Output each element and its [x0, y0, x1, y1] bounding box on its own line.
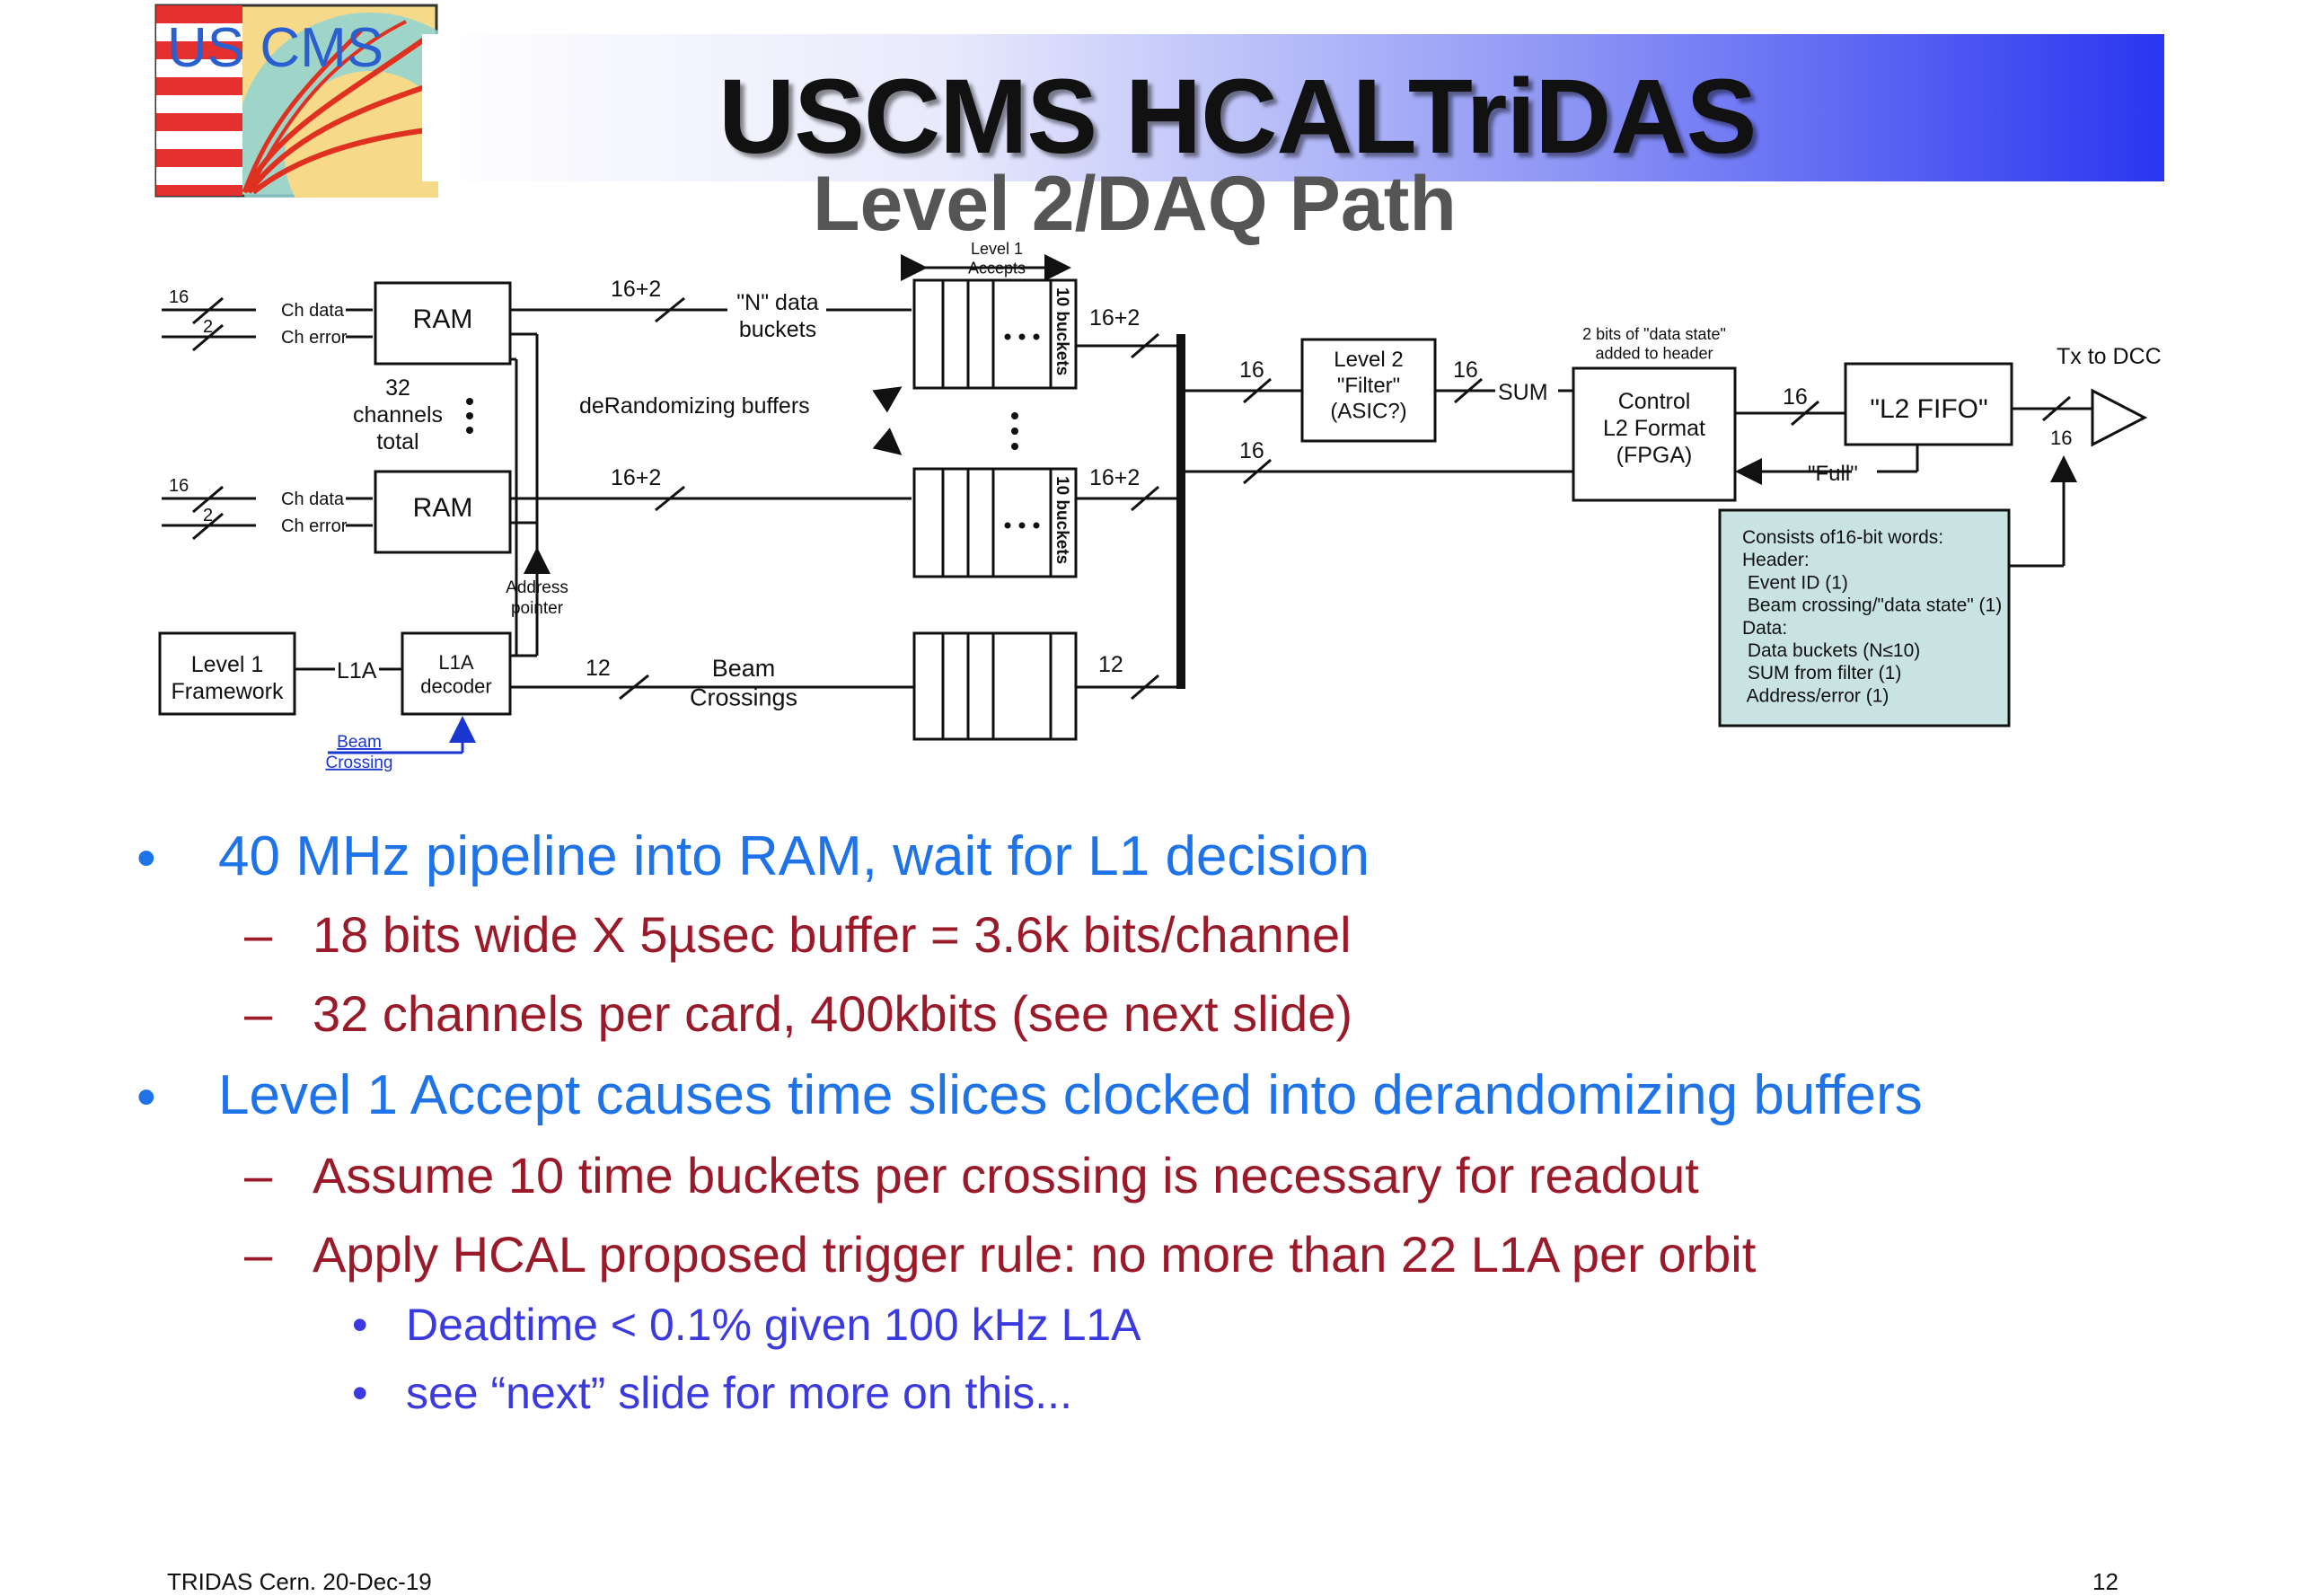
bullet-mark-2: –	[244, 985, 273, 1042]
bullet-mark-6: •	[352, 1300, 368, 1350]
footer-left: TRIDAS Cern. 20-Dec-19	[167, 1568, 432, 1595]
bus-width-2-bottom: 2	[203, 506, 213, 525]
bus-width-2-top: 2	[203, 317, 213, 337]
tx-to-dcc-label: Tx to DCC	[2057, 344, 2162, 369]
page-subtitle: Level 2/DAQ Path	[813, 161, 1457, 247]
width-16-2-out-bottom: 16+2	[1089, 465, 1140, 490]
width-16-sum: 16	[1453, 357, 1478, 383]
bullet-6: Deadtime < 0.1% given 100 kHz L1A	[406, 1300, 1141, 1350]
ten-buckets-label-bottom: 10 buckets	[1053, 476, 1071, 564]
width-16-ctrl-in: 16	[1239, 438, 1264, 463]
data-bus	[1176, 334, 1185, 689]
bus-width-16-bottom: 16	[169, 476, 189, 496]
word-format-note-text: Consists of16-bit words:Header: Event ID…	[1742, 527, 2002, 706]
ch-error-label-bottom: Ch error	[281, 516, 348, 536]
bus-width-16-top: 16	[169, 287, 189, 307]
width-16-filter-in: 16	[1239, 357, 1264, 383]
title-band	[422, 34, 2164, 181]
width-16-fifo: 16	[1783, 384, 1808, 410]
ch-error-label-top: Ch error	[281, 328, 348, 348]
l1a-decoder-block	[401, 631, 512, 716]
tx-driver-triangle	[2091, 388, 2148, 447]
uscms-logo: US CMS	[154, 4, 438, 198]
bullet-mark-5: –	[244, 1226, 273, 1283]
ram-block-bottom	[374, 470, 512, 554]
bullet-mark-4: –	[244, 1147, 273, 1204]
bullet-4: Assume 10 time buckets per crossing is n…	[313, 1147, 1699, 1204]
l2-fifo-label: "L2 FIFO"	[1870, 394, 1987, 424]
page-number: 12	[2092, 1568, 2118, 1595]
data-state-label: 2 bits of "data state"added to header	[1582, 325, 1726, 363]
l2-fifo-block	[1844, 362, 2013, 446]
control-fpga-block	[1572, 366, 1737, 502]
level2-filter-label: Level 2"Filter"(ASIC?)	[1330, 348, 1406, 424]
width-12-label: 12	[586, 656, 611, 681]
derandomizing-buffers-label: deRandomizing buffers	[579, 393, 810, 419]
ram-block-top	[374, 281, 512, 366]
bullet-7: see “next” slide for more on this...	[406, 1368, 1072, 1418]
logo-text: US CMS	[167, 17, 383, 79]
ch-data-label-bottom: Ch data	[281, 489, 345, 509]
full-signal-label: "Full"	[1808, 462, 1858, 486]
l1a-label: L1A	[337, 658, 377, 683]
bullet-1: 18 bits wide X 5µsec buffer = 3.6k bits/…	[313, 906, 1352, 963]
width-16-tx: 16	[2050, 427, 2072, 449]
width-12-out: 12	[1098, 652, 1123, 677]
daq-block-diagram: 16 2 16 2 Ch data Ch error Ch data Ch er…	[158, 240, 2162, 772]
sum-label: SUM	[1498, 380, 1548, 405]
level1-framework-block	[158, 631, 296, 716]
ten-buckets-label-top: 10 buckets	[1053, 287, 1071, 375]
width-16-2-out-top: 16+2	[1089, 305, 1140, 331]
bullet-5: Apply HCAL proposed trigger rule: no mor…	[313, 1226, 1757, 1283]
bullet-2: 32 channels per card, 400kbits (see next…	[313, 985, 1352, 1042]
word-format-note	[1718, 508, 2011, 727]
ram-label-bottom: RAM	[413, 493, 473, 523]
ram-label-top: RAM	[413, 304, 473, 334]
ch-data-label-top: Ch data	[281, 301, 345, 321]
bullet-3: Level 1 Accept causes time slices clocke…	[218, 1064, 1923, 1126]
bullet-mark-3: •	[137, 1066, 156, 1128]
bullet-mark-0: •	[137, 827, 156, 889]
page-title: USCMS HCALTriDAS	[718, 57, 1757, 176]
width-16-2-bottom: 16+2	[611, 465, 661, 490]
bullet-mark-1: –	[244, 906, 273, 963]
bullet-mark-7: •	[352, 1368, 368, 1418]
width-16-2-top: 16+2	[611, 277, 661, 302]
bullet-0: 40 MHz pipeline into RAM, wait for L1 de…	[218, 825, 1370, 887]
